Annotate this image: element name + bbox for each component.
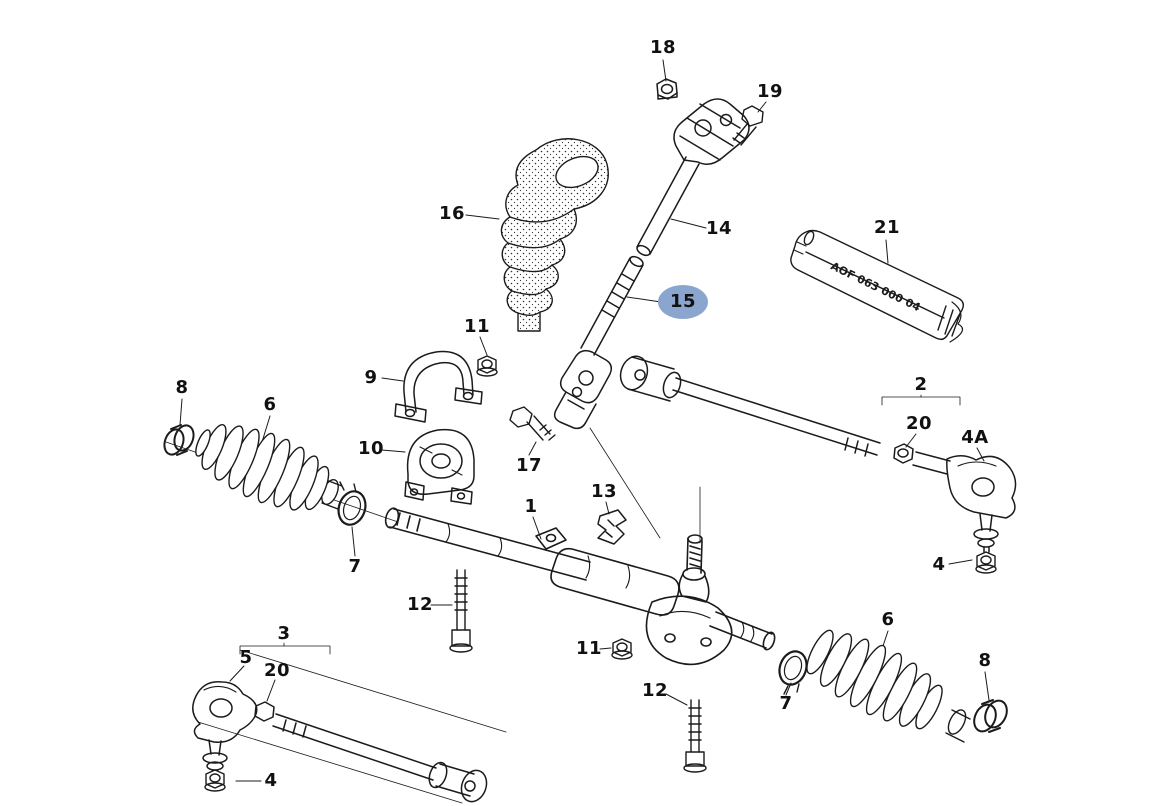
part-17-bolt — [509, 406, 556, 441]
part-4-nut-right — [975, 551, 997, 574]
part-6-boot-right — [806, 629, 971, 743]
part-20-lock-nut-right — [893, 443, 914, 464]
part-callout-4A[interactable]: 4A — [961, 427, 989, 448]
part-1-steering-rack — [384, 507, 776, 666]
part-callout-12-left[interactable]: 12 — [406, 594, 434, 615]
part-9-clamp-bracket — [394, 350, 483, 423]
part-12-bolt-lower — [683, 699, 707, 773]
part-callout-7-left[interactable]: 7 — [348, 556, 362, 577]
part-10-mounting-bracket — [404, 428, 475, 505]
part-callout-10[interactable]: 10 — [357, 438, 385, 459]
part-callout-7-right[interactable]: 7 — [779, 693, 793, 714]
part-callout-20-left[interactable]: 20 — [263, 660, 291, 681]
part-20-lock-nut-left — [254, 701, 275, 722]
part-callout-20-right[interactable]: 20 — [905, 413, 933, 434]
part-18-nut — [656, 78, 678, 100]
part-callout-5[interactable]: 5 — [239, 647, 253, 668]
alignment-guide-lines — [165, 394, 961, 804]
part-callout-2[interactable]: 2 — [914, 374, 928, 395]
part-callout-4-right[interactable]: 4 — [932, 554, 946, 575]
part-callout-17[interactable]: 17 — [515, 455, 543, 476]
part-3-tie-rod-left — [192, 681, 488, 803]
part-callout-12-lower[interactable]: 12 — [641, 680, 669, 701]
part-7-clamp-right — [778, 650, 808, 695]
part-callout-11-upper[interactable]: 11 — [463, 316, 491, 337]
part-callout-13[interactable]: 13 — [590, 481, 618, 502]
part-callout-21[interactable]: 21 — [873, 217, 901, 238]
part-callout-1[interactable]: 1 — [524, 496, 538, 517]
part-callout-4-left[interactable]: 4 — [264, 770, 278, 791]
part-callout-8-left[interactable]: 8 — [175, 377, 189, 398]
part-19-bolt — [732, 105, 764, 146]
part-21-grease-tube — [790, 229, 965, 343]
part-callout-16[interactable]: 16 — [438, 203, 466, 224]
part-callout-14[interactable]: 14 — [705, 218, 733, 239]
part-6-boot-left — [195, 423, 343, 511]
part-callout-6-left[interactable]: 6 — [263, 394, 277, 415]
part-13-clip — [597, 509, 627, 545]
part-11-nut-upper — [476, 355, 498, 377]
part-14-intermediate-shaft — [636, 98, 750, 257]
part-callout-18[interactable]: 18 — [649, 37, 677, 58]
part-4-nut-left — [204, 769, 226, 792]
part-callout-3[interactable]: 3 — [277, 623, 291, 644]
part-callout-6-right[interactable]: 6 — [881, 609, 895, 630]
part-callout-9[interactable]: 9 — [364, 367, 378, 388]
part-12-bolt-left — [449, 569, 473, 653]
part-4a-tie-rod-end — [912, 451, 1017, 553]
part-15-lower-shaft — [553, 255, 644, 430]
part-callout-8-right[interactable]: 8 — [978, 650, 992, 671]
part-2-tie-rod-right — [619, 355, 881, 457]
part-callout-11-lower[interactable]: 11 — [575, 638, 603, 659]
part-callout-15[interactable]: 15 — [657, 285, 709, 319]
part-16-boot — [500, 138, 609, 332]
part-8-ring-left — [163, 424, 195, 456]
part-7-clamp-left — [337, 481, 367, 526]
part-11-nut-lower — [611, 638, 633, 660]
part-callout-19[interactable]: 19 — [756, 81, 784, 102]
part-8-ring-right — [973, 699, 1008, 733]
